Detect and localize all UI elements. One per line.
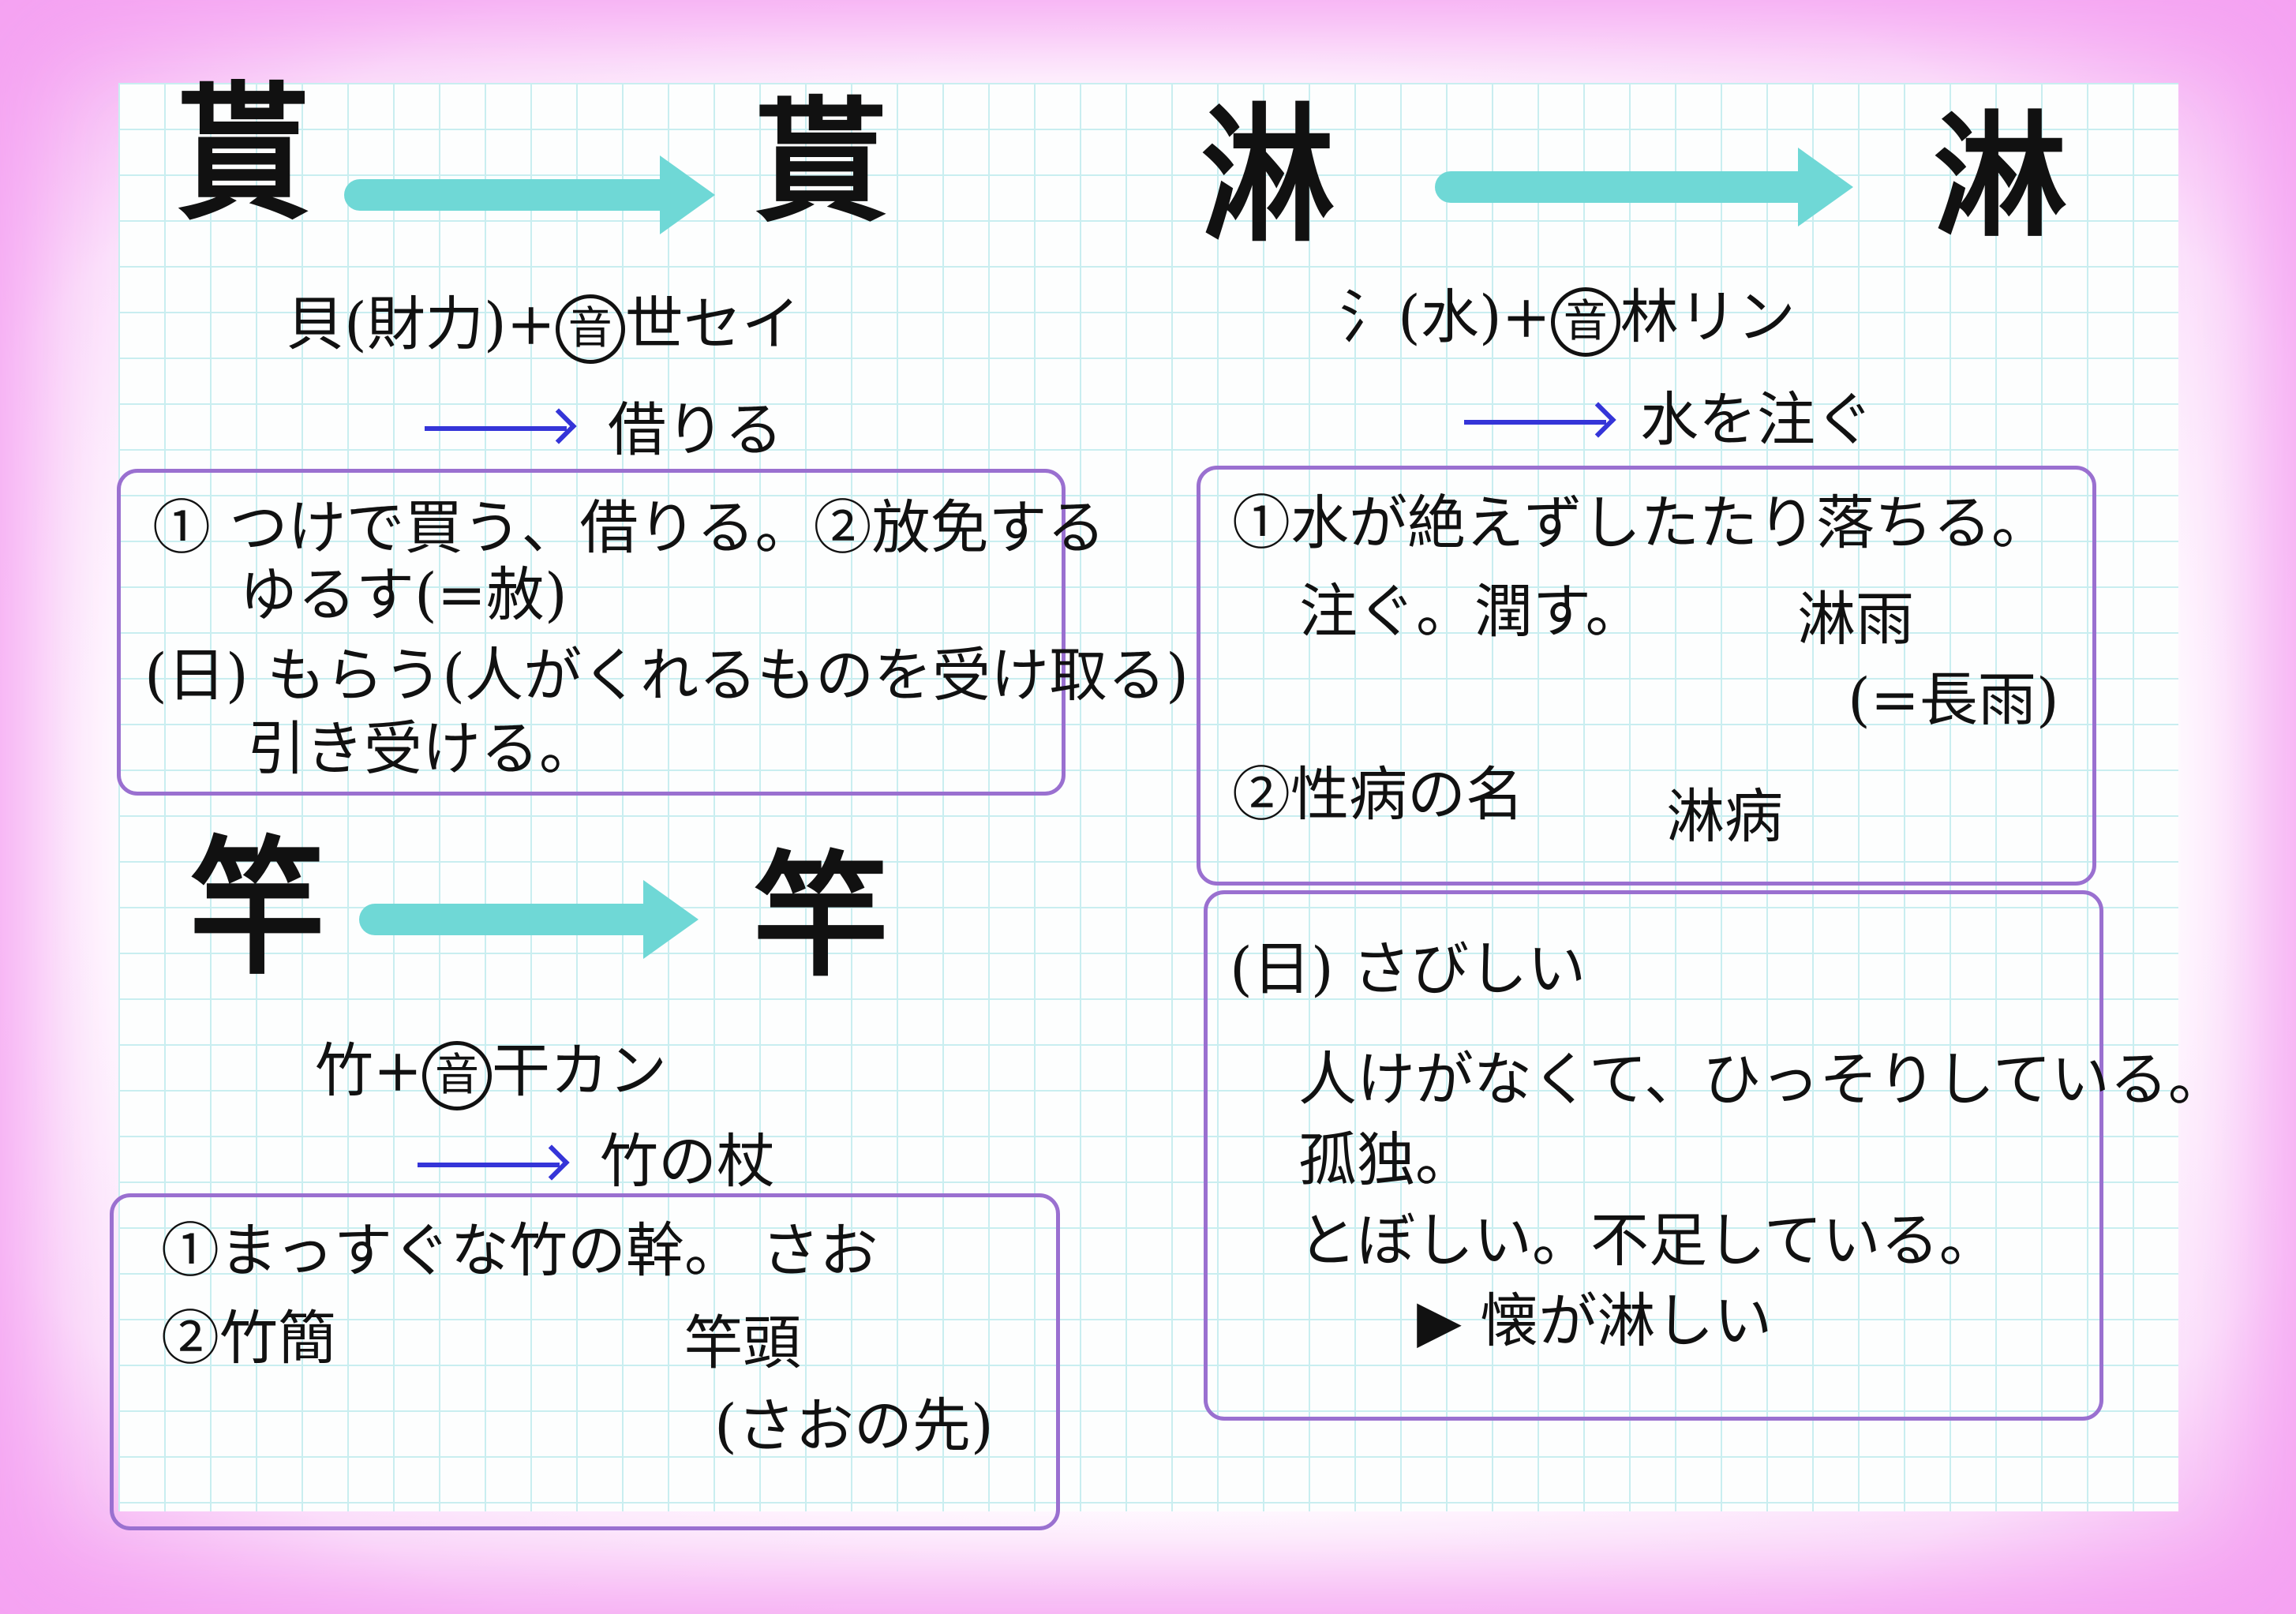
meaning-box: ①まっすぐな竹の幹。 さお ②竹簡 竿頭 (さおの先) — [110, 1193, 1060, 1530]
meaning-line: 淋雨 — [1797, 586, 1914, 653]
seal-script-character: 淋 — [1200, 91, 1335, 263]
meaning-line: 淋病 — [1666, 783, 1783, 851]
teal-arrow-icon — [1435, 148, 1853, 227]
on-reading-mark: 音 — [1550, 286, 1620, 357]
original-meaning: 水を注ぐ — [1640, 386, 1874, 454]
kanji-character: 竿 — [754, 837, 889, 995]
meaning-line: ゆるす(=赦) — [239, 561, 567, 629]
formula-phonetic: 干カン — [492, 1037, 668, 1105]
formula-phonetic: 世セイ — [624, 290, 800, 358]
blue-arrow-icon — [425, 426, 567, 431]
kanji-character: 淋 — [1933, 98, 2068, 256]
meaning-box: ① つけで買う、借りる。②放免する ゆるす(=赦) (日) もらう(人がくれるも… — [117, 469, 1189, 796]
formula-radical: 氵(水)+ — [1339, 283, 1551, 351]
usage-line: ▶ 懐が淋しい — [1417, 1287, 1773, 1355]
original-meaning: 借りる — [608, 396, 783, 464]
teal-arrow-icon — [344, 155, 715, 234]
meaning-line: 注ぐ。潤す。 — [1299, 578, 1644, 646]
kanji-character: 貰 — [754, 83, 889, 241]
original-meaning: 竹の杖 — [600, 1128, 775, 1196]
meaning-line: ① つけで買う、借りる。②放免する — [152, 494, 1106, 562]
meaning-line: ②竹簡 — [161, 1305, 336, 1372]
meaning-line: 引き受ける。 — [247, 715, 597, 783]
usage-line: 人けがなくて、ひっそりしている。 — [1298, 1046, 2227, 1114]
formula-phonetic: 林リン — [1620, 283, 1796, 351]
blue-arrow-icon — [418, 1163, 560, 1167]
on-reading-mark: 音 — [555, 294, 625, 364]
seal-script-character: 竿 — [190, 823, 325, 995]
meaning-line: (日) もらう(人がくれるものを受け取る) — [144, 642, 1189, 710]
meaning-line: ②性病の名 — [1232, 761, 1524, 829]
meaning-line: (さおの先) — [714, 1392, 994, 1460]
meaning-line: ①まっすぐな竹の幹。 さお — [161, 1217, 878, 1285]
usage-line: とぼしい。不足している。 — [1298, 1207, 1998, 1275]
blue-arrow-icon — [1464, 420, 1606, 425]
meaning-box: ①水が絶えずしたたり落ちる。 注ぐ。潤す。 淋雨 (=長雨) ②性病の名 淋病 — [1197, 466, 2096, 886]
meaning-line: ①水が絶えずしたたり落ちる。 — [1232, 489, 2050, 557]
on-reading-mark: 音 — [422, 1040, 493, 1110]
usage-line: 孤独。 — [1298, 1126, 1474, 1194]
formula-radical: 貝(財力)+ — [286, 290, 556, 358]
formula: 竹+音干カン — [315, 1039, 667, 1110]
graph-paper — [118, 83, 2178, 1511]
teal-arrow-icon — [359, 880, 699, 959]
meaning-line: 竿頭 — [684, 1309, 801, 1377]
seal-script-character: 貰 — [176, 69, 311, 241]
usage-line: (日) さびしい — [1230, 935, 1586, 1003]
formula-radical: 竹+ — [315, 1037, 423, 1105]
formula: 氵(水)+音林リン — [1339, 283, 1796, 357]
formula: 貝(財力)+音世セイ — [286, 290, 800, 364]
meaning-line: (=長雨) — [1848, 666, 2059, 734]
japanese-usage-box: (日) さびしい 人けがなくて、ひっそりしている。 孤独。 とぼしい。不足してい… — [1204, 890, 2227, 1421]
